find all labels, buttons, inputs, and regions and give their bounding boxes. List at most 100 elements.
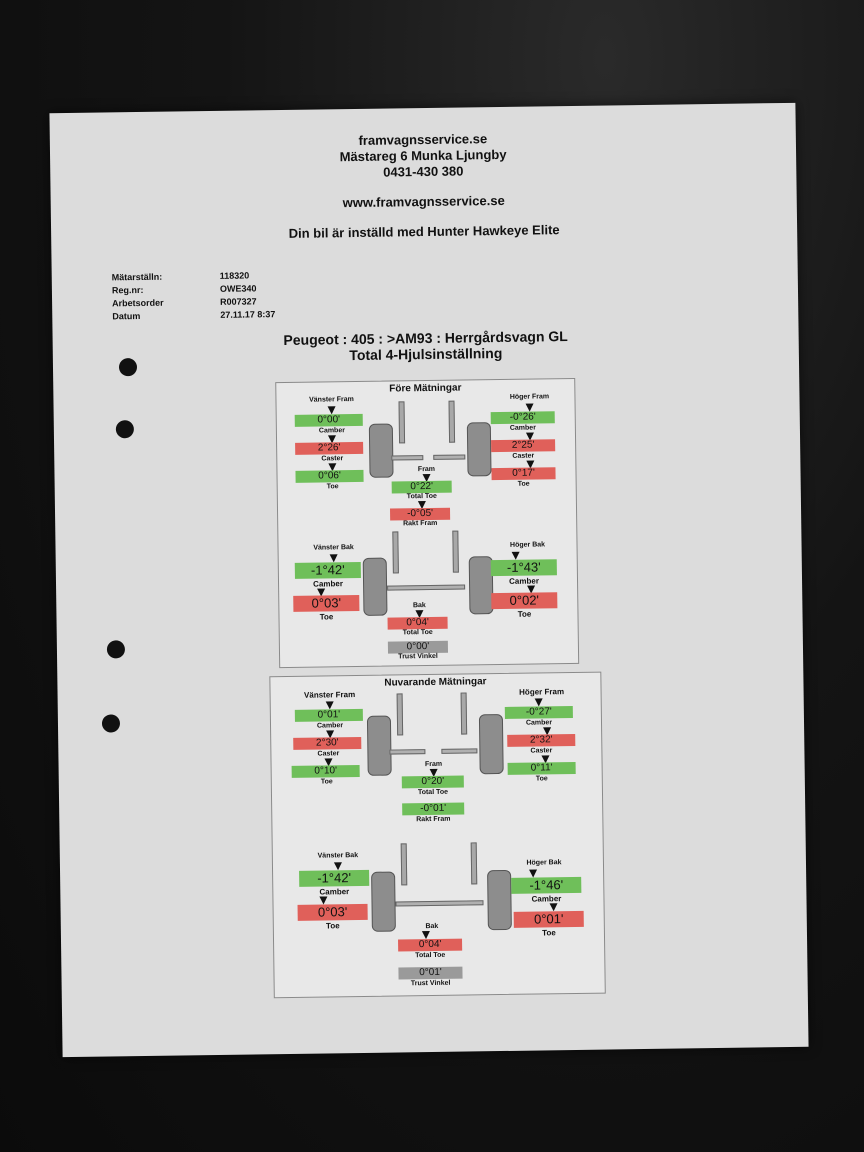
arrow-down-icon [511, 551, 520, 560]
camber-label: Camber [509, 424, 536, 432]
info-value: OWE340 [219, 283, 257, 294]
rear-left-strut-icon [392, 531, 399, 574]
rear-right-wheel-icon [468, 556, 494, 615]
rear-left-title: Vänster Bak [317, 852, 359, 860]
info-value: 118320 [219, 270, 250, 281]
bak-label: Bak [425, 922, 439, 931]
caster-label: Caster [530, 747, 553, 755]
info-label: Datum [112, 311, 141, 322]
rear-right-title: Höger Bak [509, 541, 546, 549]
toe-label: Toe [517, 480, 530, 488]
rear-left-strut-icon [400, 843, 408, 886]
before-measurements-panel: Före Mätningar Vänster Fram 0°00' Camber… [275, 377, 580, 669]
rear-total-toe-value: 0°04' [387, 616, 448, 630]
info-label: Mätarställn: [111, 271, 163, 283]
arrow-down-icon [525, 403, 534, 412]
toe-label: Toe [542, 928, 556, 938]
fr-caster-value: 2°32' [507, 733, 576, 747]
arrow-down-icon [529, 869, 538, 878]
rr-camber-value: -1°43' [490, 559, 557, 577]
info-label: Reg.nr: [111, 284, 144, 296]
toe-label: Toe [326, 483, 339, 491]
arrow-down-icon [325, 701, 334, 710]
total-toe-label: Total Toe [402, 628, 433, 637]
camber-label: Camber [313, 579, 343, 589]
rakt-fram-label: Rakt Fram [403, 519, 438, 528]
front-left-arm-icon [389, 749, 426, 755]
punch-hole [106, 640, 126, 659]
trust-vinkel-label: Trust Vinkel [398, 652, 438, 661]
rear-right-strut-icon [452, 530, 459, 573]
info-value: R007327 [220, 296, 257, 307]
arrow-down-icon [534, 698, 543, 707]
fr-toe-value: 0°11' [507, 761, 576, 775]
toe-label: Toe [325, 921, 340, 931]
fl-toe-value: 0°06' [295, 469, 364, 483]
fl-camber-value: 0°00' [294, 413, 363, 427]
camber-label: Camber [509, 576, 539, 586]
rear-axle-icon [395, 900, 484, 907]
front-right-strut-icon [460, 692, 468, 735]
thrust-angle-value: 0°00' [387, 640, 449, 654]
rear-left-title: Vänster Bak [313, 544, 354, 552]
punch-hole [101, 714, 121, 733]
front-left-title: Vänster Fram [303, 690, 356, 700]
company-website: www.framvagnsservice.se [342, 192, 505, 211]
rear-left-wheel-icon [362, 557, 388, 616]
fram-label: Fram [424, 760, 443, 769]
arrow-down-icon [549, 903, 558, 912]
rear-left-wheel-icon [371, 871, 396, 932]
total-toe-label: Total Toe [415, 951, 446, 960]
front-total-toe-value: 0°22' [391, 480, 452, 494]
info-value: 27.11.17 8:37 [220, 309, 276, 320]
camber-label: Camber [318, 427, 345, 435]
rear-right-title: Höger Bak [526, 859, 562, 867]
caster-label: Caster [512, 452, 535, 460]
fr-camber-value: -0°26' [490, 411, 555, 425]
fram-label: Fram [417, 465, 436, 474]
fl-caster-value: 2°26' [295, 441, 364, 455]
front-total-toe-value: 0°20' [401, 775, 464, 789]
front-right-wheel-icon [478, 713, 504, 775]
front-right-strut-icon [448, 400, 456, 443]
fr-camber-value: -0°27' [504, 706, 573, 719]
rear-axle-icon [387, 584, 466, 591]
arrow-down-icon [333, 862, 343, 871]
thrust-angle-value: 0°01' [398, 966, 463, 980]
rl-toe-value: 0°03' [293, 594, 360, 612]
rl-camber-value: -1°42' [299, 869, 370, 887]
toe-label: Toe [517, 609, 532, 619]
trust-vinkel-label: Trust Vinkel [410, 979, 451, 988]
rl-toe-value: 0°03' [297, 903, 368, 921]
rl-camber-value: -1°42' [294, 561, 361, 579]
bak-label: Bak [412, 602, 426, 610]
front-right-title: Höger Fram [509, 393, 550, 401]
camber-label: Camber [316, 722, 344, 730]
front-left-title: Vänster Fram [309, 396, 354, 404]
current-measurements-panel: Nuvarande Mätningar Vänster Fram 0°01' C… [269, 671, 606, 999]
rr-toe-value: 0°01' [513, 910, 584, 928]
arrow-down-icon [329, 554, 338, 563]
front-right-title: Höger Fram [519, 687, 565, 697]
camber-label: Camber [531, 894, 562, 904]
caster-label: Caster [321, 455, 344, 463]
front-left-arm-icon [391, 455, 424, 461]
front-left-strut-icon [398, 401, 406, 444]
report-tagline: Din bil är inställd med Hunter Hawkeye E… [288, 222, 560, 241]
camber-label: Camber [319, 887, 350, 897]
fl-camber-value: 0°01' [294, 708, 363, 722]
front-right-wheel-icon [466, 422, 492, 477]
rr-toe-value: 0°02' [491, 592, 558, 610]
rear-total-toe-value: 0°04' [398, 938, 463, 952]
total-toe-label: Total Toe [417, 788, 449, 797]
info-label: Arbetsorder [112, 297, 164, 309]
front-right-arm-icon [433, 454, 466, 460]
fl-caster-value: 2°30' [293, 736, 362, 750]
front-thrust-value: -0°01' [402, 802, 465, 816]
rear-right-wheel-icon [487, 869, 512, 931]
toe-label: Toe [535, 775, 548, 783]
punch-hole [115, 420, 134, 439]
rr-camber-value: -1°46' [511, 876, 582, 894]
front-left-strut-icon [396, 693, 404, 736]
toe-label: Toe [319, 612, 334, 622]
